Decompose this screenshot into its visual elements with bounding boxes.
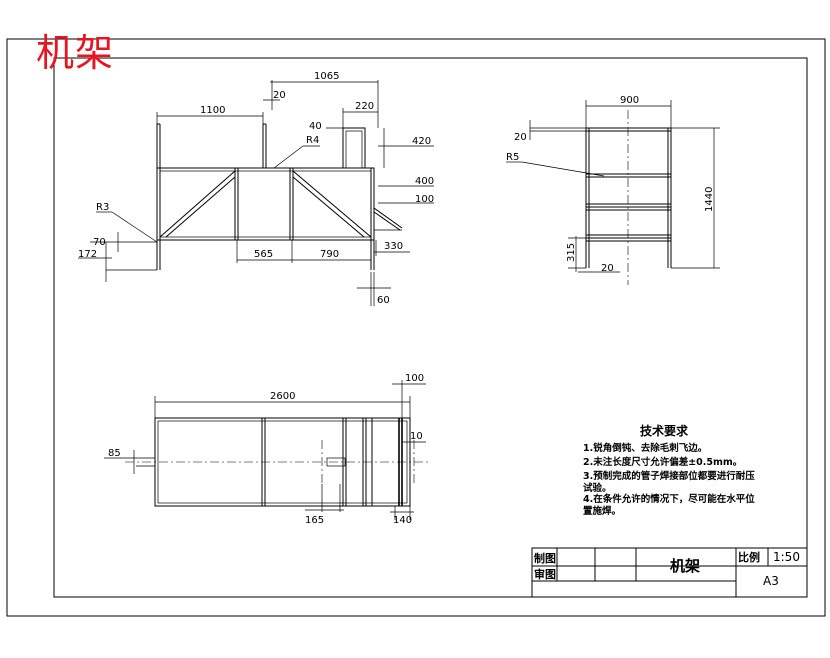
dim-20-bottom: 20: [601, 263, 614, 274]
dim-1100: 1100: [200, 105, 225, 116]
drawn-by-label: 制图: [534, 551, 556, 565]
tech-req-item-2: 2.未注长度尺寸允许偏差±0.5mm。: [583, 456, 742, 468]
dim-20-top: 20: [273, 90, 286, 101]
title-block: 制图 审图 机架 比例 1:50 A3: [531, 547, 808, 598]
dim-330: 330: [384, 241, 403, 252]
dim-315: 315: [566, 243, 577, 262]
label-r4: R4: [306, 135, 319, 146]
dim-565: 565: [254, 249, 273, 260]
scale-value: 1:50: [773, 550, 800, 564]
dim-2600: 2600: [270, 391, 295, 402]
label-r3: R3: [96, 202, 109, 213]
dim-420: 420: [412, 136, 431, 147]
dim-85: 85: [108, 448, 121, 459]
tech-req-item-3: 3.预制完成的管子焊接部位都要进行耐压: [583, 470, 755, 482]
tech-req-item-4: 4.在条件允许的情况下，尽可能在水平位: [583, 493, 755, 505]
scale-label: 比例: [738, 550, 760, 564]
dim-400: 400: [415, 176, 434, 187]
dim-1440: 1440: [704, 187, 715, 212]
dim-900: 900: [620, 95, 639, 106]
dim-165: 165: [305, 515, 324, 526]
drawing-title-overlay: 机架: [36, 31, 115, 75]
side-view-dimensions: 900 20 R5 1440 315 20: [506, 95, 720, 274]
outer-border: [6, 38, 826, 617]
dim-10: 10: [410, 431, 423, 442]
side-view: [585, 110, 672, 285]
dim-20-side: 20: [514, 132, 527, 143]
dim-790: 790: [320, 249, 339, 260]
tech-req-item-1: 1.锐角倒钝、去除毛刺飞边。: [583, 442, 707, 454]
dim-172: 172: [78, 249, 97, 260]
tech-req-title: 技术要求: [640, 423, 689, 438]
inner-frame: [53, 57, 808, 598]
front-view: [156, 123, 403, 270]
dim-1065: 1065: [314, 71, 339, 82]
dim-70: 70: [93, 237, 106, 248]
dim-220: 220: [355, 101, 374, 112]
front-view-dimensions: 1065 1100 20 220 40 R4 420 400 100 R3: [78, 71, 434, 306]
dim-40: 40: [309, 121, 322, 132]
technical-requirements: 技术要求 1.锐角倒钝、去除毛刺飞边。 2.未注长度尺寸允许偏差±0.5mm。 …: [583, 423, 755, 517]
label-r5: R5: [506, 152, 519, 163]
dim-100-front: 100: [415, 194, 434, 205]
plan-view-dimensions: 2600 100 10 85 165 140: [104, 373, 426, 526]
plan-view: [125, 417, 430, 507]
sheet-size: A3: [763, 574, 779, 588]
dim-60: 60: [377, 295, 390, 306]
tech-req-item-4b: 置施焊。: [583, 505, 621, 517]
part-name: 机架: [670, 557, 700, 575]
dim-140: 140: [393, 515, 412, 526]
dim-100-plan: 100: [405, 373, 424, 384]
tech-req-item-3b: 试验。: [583, 482, 612, 494]
reviewed-by-label: 审图: [534, 567, 556, 581]
